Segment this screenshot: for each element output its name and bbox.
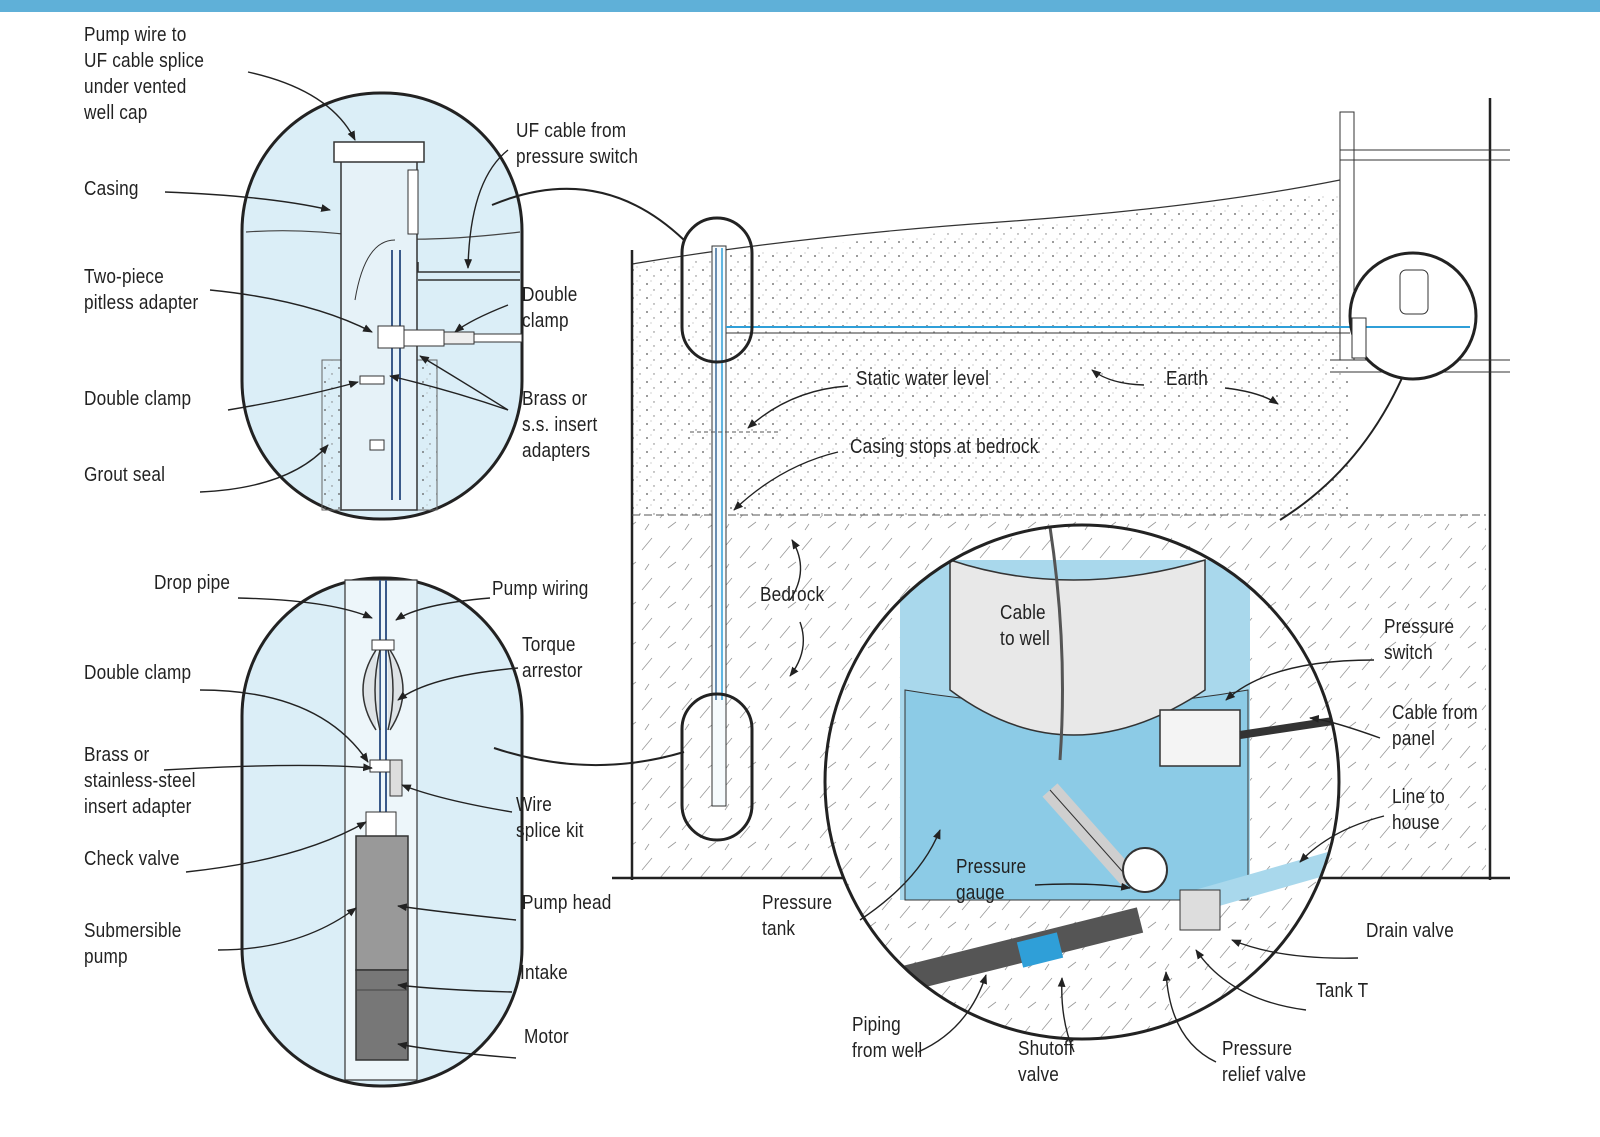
label-intake: Intake — [520, 962, 568, 984]
label-pump-wire-splice: Pump wire to UF cable splice under vente… — [84, 24, 205, 124]
top-color-band — [0, 0, 1600, 12]
label-drop-pipe: Drop pipe — [154, 572, 231, 594]
label-pressure-switch: Pressure switch — [1384, 616, 1455, 664]
label-motor: Motor — [524, 1026, 569, 1048]
label-check-valve: Check valve — [84, 848, 180, 870]
label-pitless-adapter: Two-piece pitless adapter — [84, 266, 199, 314]
connector-house — [1279, 377, 1403, 521]
label-brass-insert-adapters: Brass or s.s. insert adapters — [522, 388, 598, 462]
label-line-to-house: Line to house — [1392, 786, 1445, 834]
connector-lower — [493, 747, 685, 767]
connector-upper — [491, 187, 685, 241]
label-casing: Casing — [84, 178, 139, 200]
label-torque-arrestor: Torque arrestor — [522, 634, 583, 682]
label-submersible-pump: Submersible pump — [84, 920, 182, 968]
lower-well-detail — [240, 576, 524, 1088]
leader-arrows — [163, 71, 1385, 1063]
label-cable-to-well: Cable to well — [1000, 602, 1050, 650]
label-wire-splice-kit: Wire splice kit — [516, 794, 584, 842]
label-uf-cable: UF cable from pressure switch — [516, 120, 639, 168]
label-tank-t: Tank T — [1316, 980, 1369, 1002]
lower-callout-capsule — [680, 692, 754, 842]
label-pump-wiring: Pump wiring — [492, 578, 589, 600]
label-shutoff-valve: Shutoff valve — [1018, 1038, 1074, 1086]
label-double-clamp: Double clamp — [84, 388, 192, 410]
pressure-tank-detail — [823, 523, 1341, 1041]
house-tank-callout — [1348, 251, 1478, 381]
label-double-clamp-top: Double clamp — [522, 284, 578, 332]
label-bedrock: Bedrock — [760, 584, 825, 606]
upper-well-detail — [240, 91, 524, 521]
label-pressure-relief-valve: Pressure relief valve — [1222, 1038, 1307, 1086]
label-brass-stainless-adapter: Brass or stainless-steel insert adapter — [84, 744, 196, 818]
label-cable-from-panel: Cable from panel — [1392, 702, 1478, 750]
label-pressure-gauge: Pressure gauge — [956, 856, 1027, 904]
label-drain-valve: Drain valve — [1366, 920, 1454, 942]
label-pressure-tank: Pressure tank — [762, 892, 833, 940]
label-static-water-level: Static water level — [856, 368, 990, 390]
upper-callout-capsule — [680, 216, 754, 364]
label-earth: Earth — [1166, 368, 1208, 390]
label-double-clamp-lower: Double clamp — [84, 662, 192, 684]
label-pump-head: Pump head — [522, 892, 612, 914]
label-casing-stops: Casing stops at bedrock — [850, 436, 1039, 458]
label-piping-from-well: Piping from well — [852, 1014, 923, 1062]
label-grout-seal: Grout seal — [84, 464, 166, 486]
